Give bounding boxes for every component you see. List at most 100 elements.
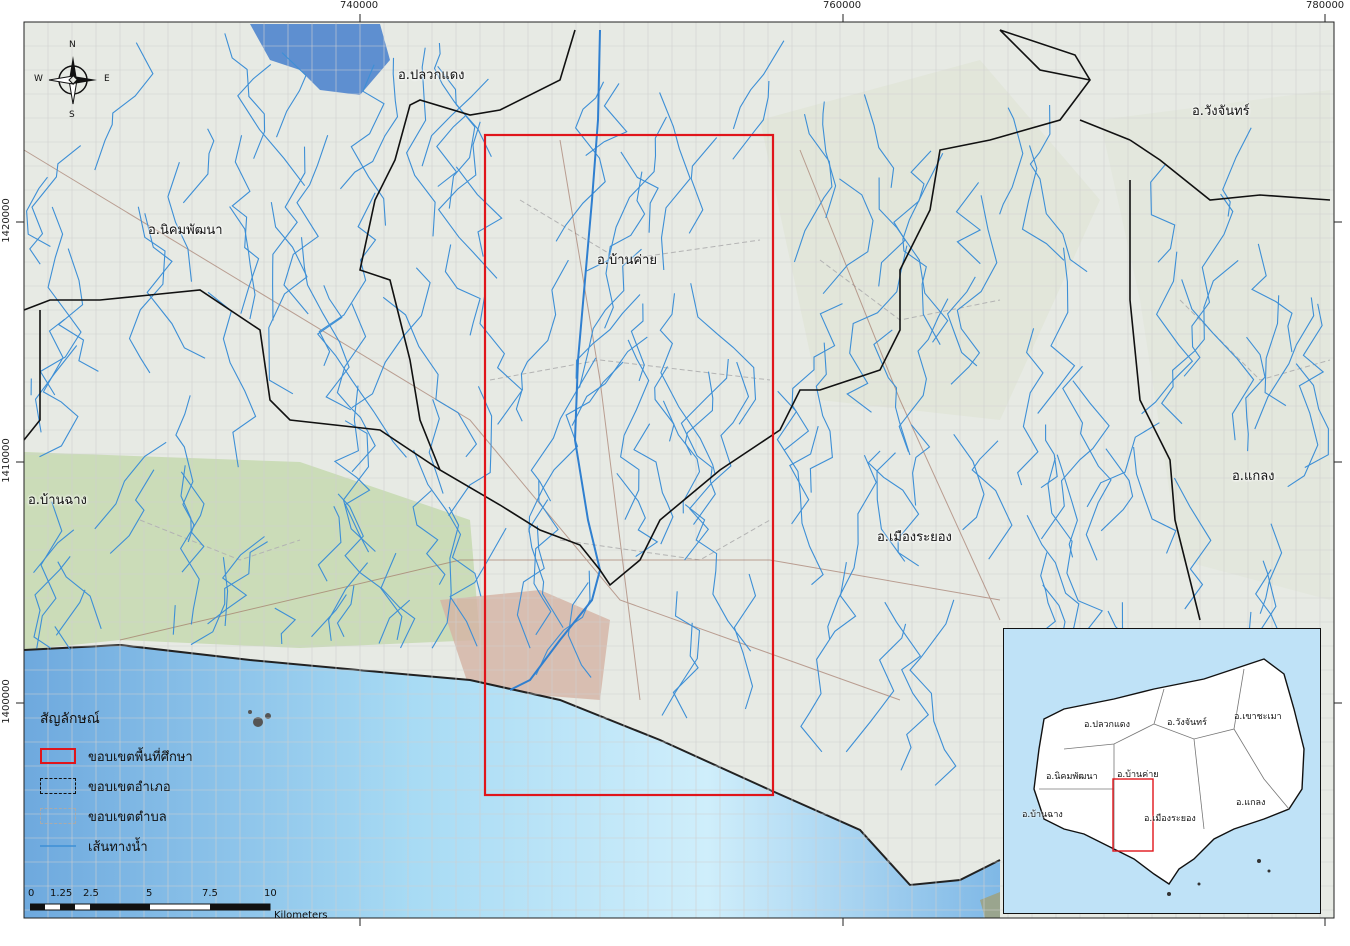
stream xyxy=(351,267,431,409)
stream xyxy=(567,582,592,678)
district-label-nikhom-phatthana: อ.นิคมพัฒนา xyxy=(148,223,223,238)
district-label-ban-chang: อ.บ้านฉาง xyxy=(28,493,87,508)
stream xyxy=(876,452,906,562)
legend-label: ขอบเขตตำบล xyxy=(88,809,167,825)
stream xyxy=(620,339,650,520)
stream xyxy=(884,601,930,771)
stream xyxy=(144,213,206,359)
stream xyxy=(530,357,597,502)
coord-x-740000: 740000 xyxy=(340,0,379,11)
stream xyxy=(57,561,102,629)
stream xyxy=(275,52,307,138)
stream xyxy=(413,449,482,597)
stream xyxy=(827,454,877,640)
stream xyxy=(431,506,460,649)
stream xyxy=(109,469,155,554)
scale-tick: 0 xyxy=(28,888,35,899)
inset-study-area xyxy=(1112,778,1154,852)
map-legend: สัญลักษณ์ ขอบเขตพื้นที่ศึกษา ขอบเขตอำเภอ… xyxy=(40,708,340,864)
stream xyxy=(902,153,944,345)
legend-label: ขอบเขตอำเภอ xyxy=(88,779,171,795)
stream xyxy=(659,293,716,476)
stream xyxy=(1062,365,1112,561)
stream xyxy=(955,182,982,265)
stream xyxy=(953,433,985,531)
stream xyxy=(229,206,256,320)
stream xyxy=(1037,552,1056,636)
stream xyxy=(1160,259,1239,425)
inset-province-shape xyxy=(1033,658,1305,896)
legend-item-waterway: เส้นทางน้ำ xyxy=(40,834,340,858)
stream xyxy=(680,358,729,525)
stream xyxy=(180,465,205,573)
stream xyxy=(175,395,195,543)
district-label-wang-chan: อ.วังจันทร์ xyxy=(1192,104,1250,119)
scale-tick: 1.25 xyxy=(50,888,73,899)
stream xyxy=(328,562,369,641)
stream xyxy=(1100,448,1134,532)
stream xyxy=(867,450,920,567)
stream xyxy=(342,420,376,552)
stream xyxy=(1040,380,1110,540)
stream xyxy=(1016,328,1044,486)
stream xyxy=(878,150,932,287)
south-label: S xyxy=(69,110,75,120)
stream xyxy=(33,556,71,649)
stream xyxy=(863,94,895,188)
stream xyxy=(659,92,691,271)
stream xyxy=(690,283,757,425)
district-label-klaeng: อ.แกลง xyxy=(1232,469,1275,484)
urban-pink-zone xyxy=(440,590,610,700)
island xyxy=(265,713,271,719)
stream xyxy=(1183,193,1234,377)
stream xyxy=(1295,363,1329,468)
stream xyxy=(436,115,466,187)
stream xyxy=(382,296,478,458)
district-boundaries xyxy=(23,29,1331,621)
stream xyxy=(57,248,99,372)
stream xyxy=(784,303,843,451)
stream xyxy=(800,562,857,753)
stream xyxy=(405,47,436,237)
stream xyxy=(449,527,507,647)
stream xyxy=(339,57,399,190)
stream xyxy=(179,471,205,625)
stream xyxy=(684,361,750,561)
stream xyxy=(1150,163,1176,263)
stream xyxy=(1040,424,1058,489)
stream xyxy=(555,81,606,242)
stream xyxy=(336,585,355,638)
stream xyxy=(318,192,377,367)
stream xyxy=(809,342,833,493)
district-label-mueang-rayong: อ.เมืองระยอง xyxy=(877,530,952,545)
stream xyxy=(182,128,215,204)
stream xyxy=(337,493,403,641)
frame-ticks xyxy=(16,14,1342,926)
stream xyxy=(616,472,659,558)
stream xyxy=(620,151,659,233)
stream xyxy=(316,285,407,458)
coord-x-760000: 760000 xyxy=(823,0,862,11)
stream xyxy=(378,599,411,644)
stream xyxy=(94,441,167,530)
stream xyxy=(94,42,154,171)
stream xyxy=(222,557,229,627)
subdistrict-boundary-swatch xyxy=(40,808,76,824)
stream xyxy=(1086,422,1160,508)
compass-rose-icon xyxy=(48,56,97,105)
stream xyxy=(421,78,489,167)
stream xyxy=(946,276,978,367)
island xyxy=(253,717,263,727)
waterways xyxy=(26,33,1329,786)
stream xyxy=(1056,454,1078,558)
stream xyxy=(516,525,545,649)
study-area-boundary xyxy=(483,133,775,797)
stream xyxy=(1021,145,1065,261)
stream xyxy=(448,386,493,517)
inset-locator-map: อ.ปลวกแดง อ.วังจันทร์ อ.เขาชะเมา อ.นิคมพ… xyxy=(1003,628,1321,914)
terrain-tint xyxy=(760,60,1100,420)
stream xyxy=(776,390,824,586)
stream xyxy=(54,626,71,651)
stream xyxy=(317,506,342,582)
